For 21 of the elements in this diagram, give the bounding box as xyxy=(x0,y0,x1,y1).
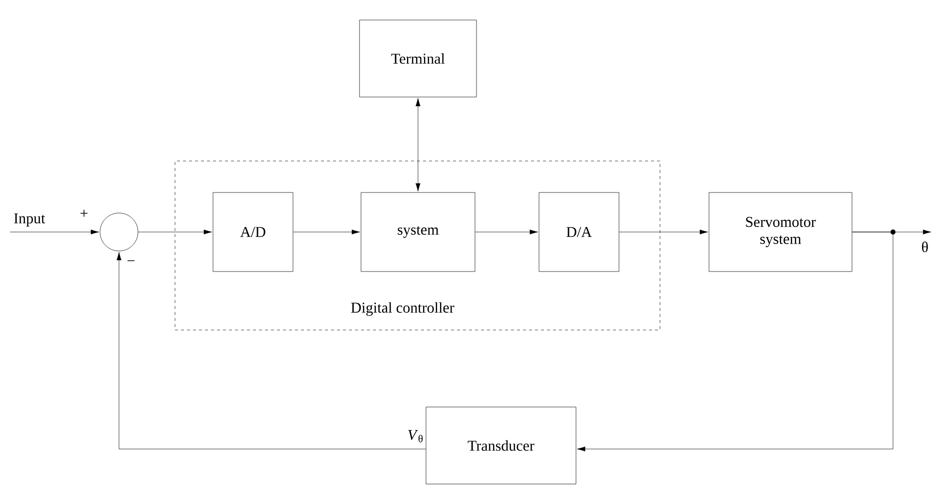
arrow xyxy=(577,232,894,452)
sign-label: + xyxy=(80,210,88,217)
summing-junction xyxy=(100,212,138,252)
block-box: Servomotor system xyxy=(708,192,852,272)
signal-label: V$_{θ}$ xyxy=(408,430,423,442)
sign-label: − xyxy=(128,260,134,262)
edge-label: θ xyxy=(922,242,928,252)
block-box: D/A xyxy=(538,192,620,272)
arrow xyxy=(293,230,360,234)
block-box: Terminal xyxy=(359,20,477,98)
block-box: system xyxy=(360,192,476,272)
arrow xyxy=(619,230,708,234)
block-box: A/D xyxy=(212,192,294,272)
edge-label: Input xyxy=(14,213,46,226)
block-box: Transducer xyxy=(426,406,576,484)
arrow xyxy=(138,230,212,234)
arrow xyxy=(475,230,538,234)
arrow xyxy=(416,98,420,192)
arrow xyxy=(116,252,426,450)
group-label: Digital controller xyxy=(351,302,454,316)
arrow xyxy=(10,230,99,234)
